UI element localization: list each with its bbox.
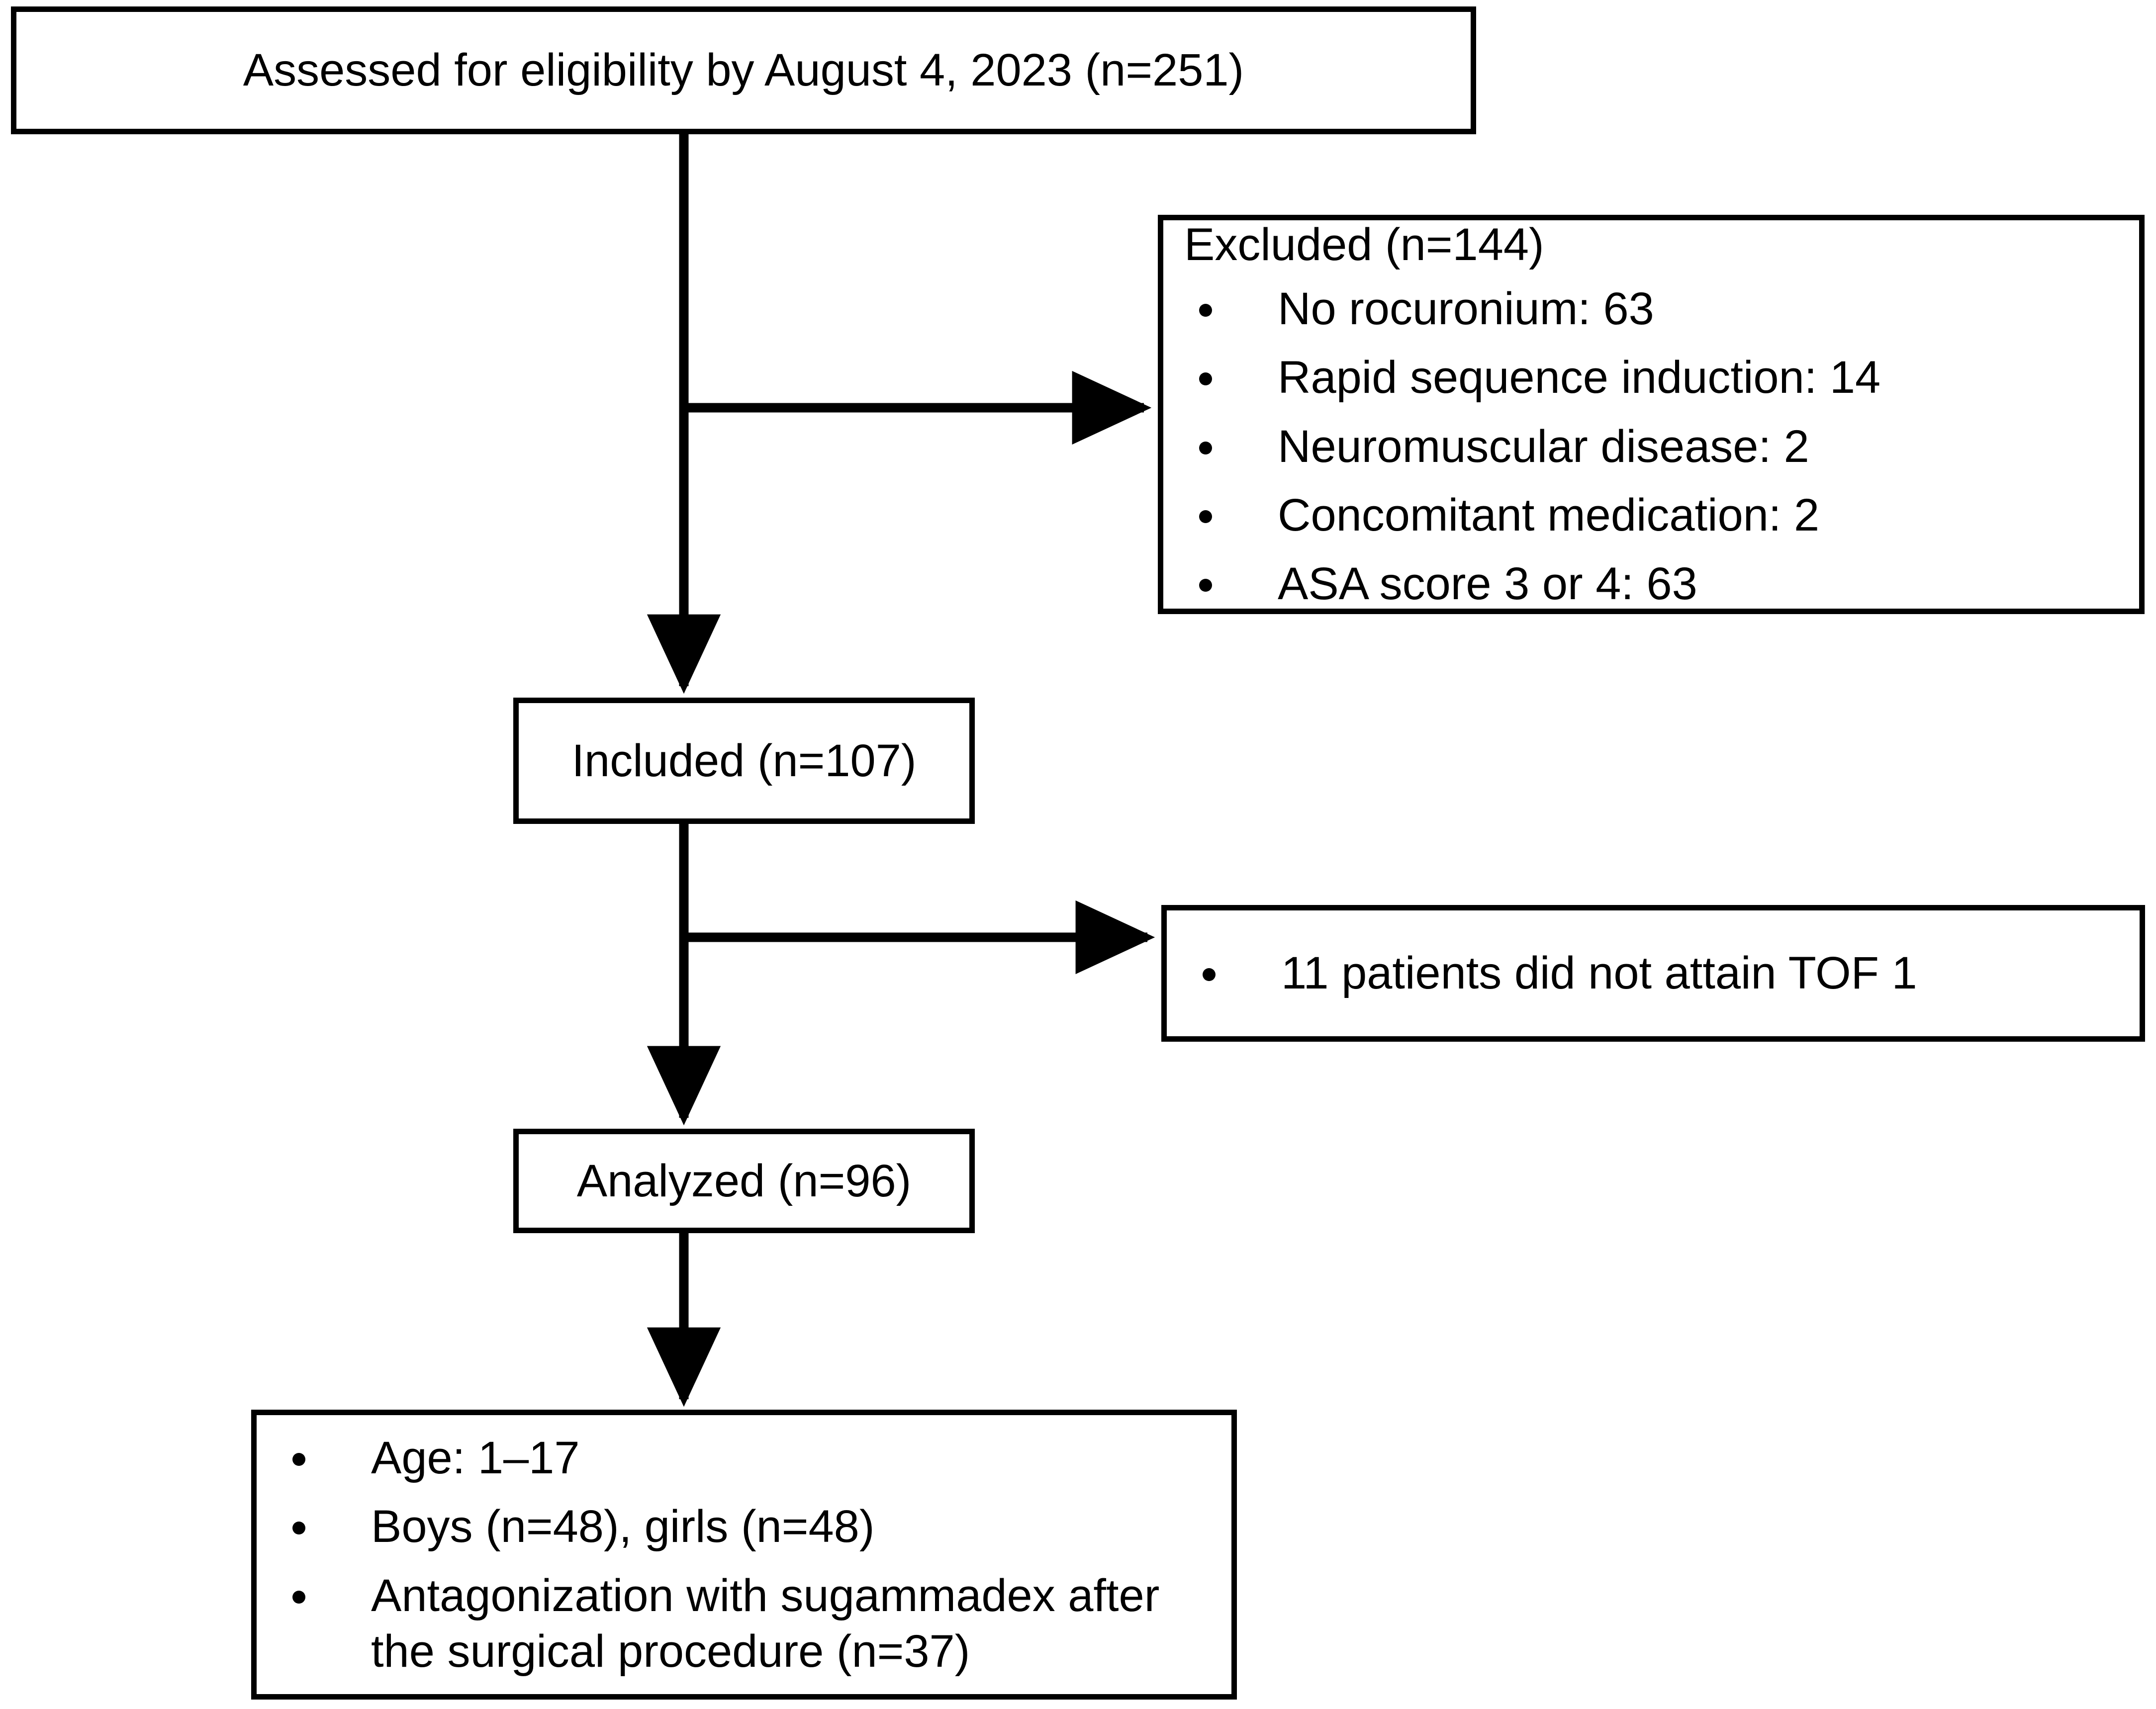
list-item: 11 patients did not attain TOF 1 [1167, 945, 2125, 1001]
list-item-label: Rapid sequence induction: 14 [1278, 352, 1881, 403]
bullet-icon [292, 1590, 305, 1604]
list-item: Concomitant medication: 2 [1163, 487, 2124, 543]
list-item-label: ASA score 3 or 4: 63 [1278, 558, 1697, 610]
list-item: No rocuronium: 63 [1163, 281, 2124, 337]
bullet-icon [1199, 441, 1212, 454]
node-included: Included (n=107) [513, 698, 975, 824]
list-item-label: Antagonization with sugammadex after the… [371, 1570, 1160, 1677]
list-item: Antagonization with sugammadex after the… [257, 1568, 1202, 1679]
characteristics-list: Age: 1–17 Boys (n=48), girls (n=48) Anta… [257, 1430, 1202, 1679]
analyzed-label: Analyzed (n=96) [576, 1155, 912, 1206]
list-item: Age: 1–17 [257, 1430, 1202, 1486]
list-item: Rapid sequence induction: 14 [1163, 350, 2124, 405]
node-assessed-for-eligibility: Assessed for eligibility by August 4, 20… [11, 6, 1476, 134]
list-item-label: Neuromuscular disease: 2 [1278, 421, 1809, 472]
list-item-label: Concomitant medication: 2 [1278, 489, 1820, 540]
list-item: Neuromuscular disease: 2 [1163, 419, 2124, 474]
list-item-label: Boys (n=48), girls (n=48) [371, 1501, 875, 1552]
list-item: Boys (n=48), girls (n=48) [257, 1499, 1202, 1554]
list-item-label: No rocuronium: 63 [1278, 283, 1654, 335]
excluded-reason-list: No rocuronium: 63 Rapid sequence inducti… [1163, 281, 2124, 612]
bullet-icon [1203, 968, 1216, 982]
node-excluded: Excluded (n=144) No rocuronium: 63 Rapid… [1158, 215, 2145, 614]
list-item: ASA score 3 or 4: 63 [1163, 556, 2124, 612]
bullet-icon [292, 1522, 305, 1535]
bullet-icon [292, 1453, 305, 1466]
list-item-label: 11 patients did not attain TOF 1 [1281, 948, 1917, 999]
node-analyzed: Analyzed (n=96) [513, 1129, 975, 1233]
assessed-label: Assessed for eligibility by August 4, 20… [243, 45, 1244, 96]
excluded-header: Excluded (n=144) [1184, 219, 1544, 270]
bullet-icon [1199, 510, 1212, 523]
not-attained-list: 11 patients did not attain TOF 1 [1167, 945, 2125, 1001]
node-characteristics: Age: 1–17 Boys (n=48), girls (n=48) Anta… [251, 1410, 1237, 1700]
node-not-attained-tof: 11 patients did not attain TOF 1 [1161, 905, 2145, 1042]
bullet-icon [1199, 372, 1212, 386]
bullet-icon [1199, 304, 1212, 317]
bullet-icon [1199, 579, 1212, 592]
list-item-label: Age: 1–17 [371, 1433, 580, 1484]
included-label: Included (n=107) [571, 735, 917, 786]
